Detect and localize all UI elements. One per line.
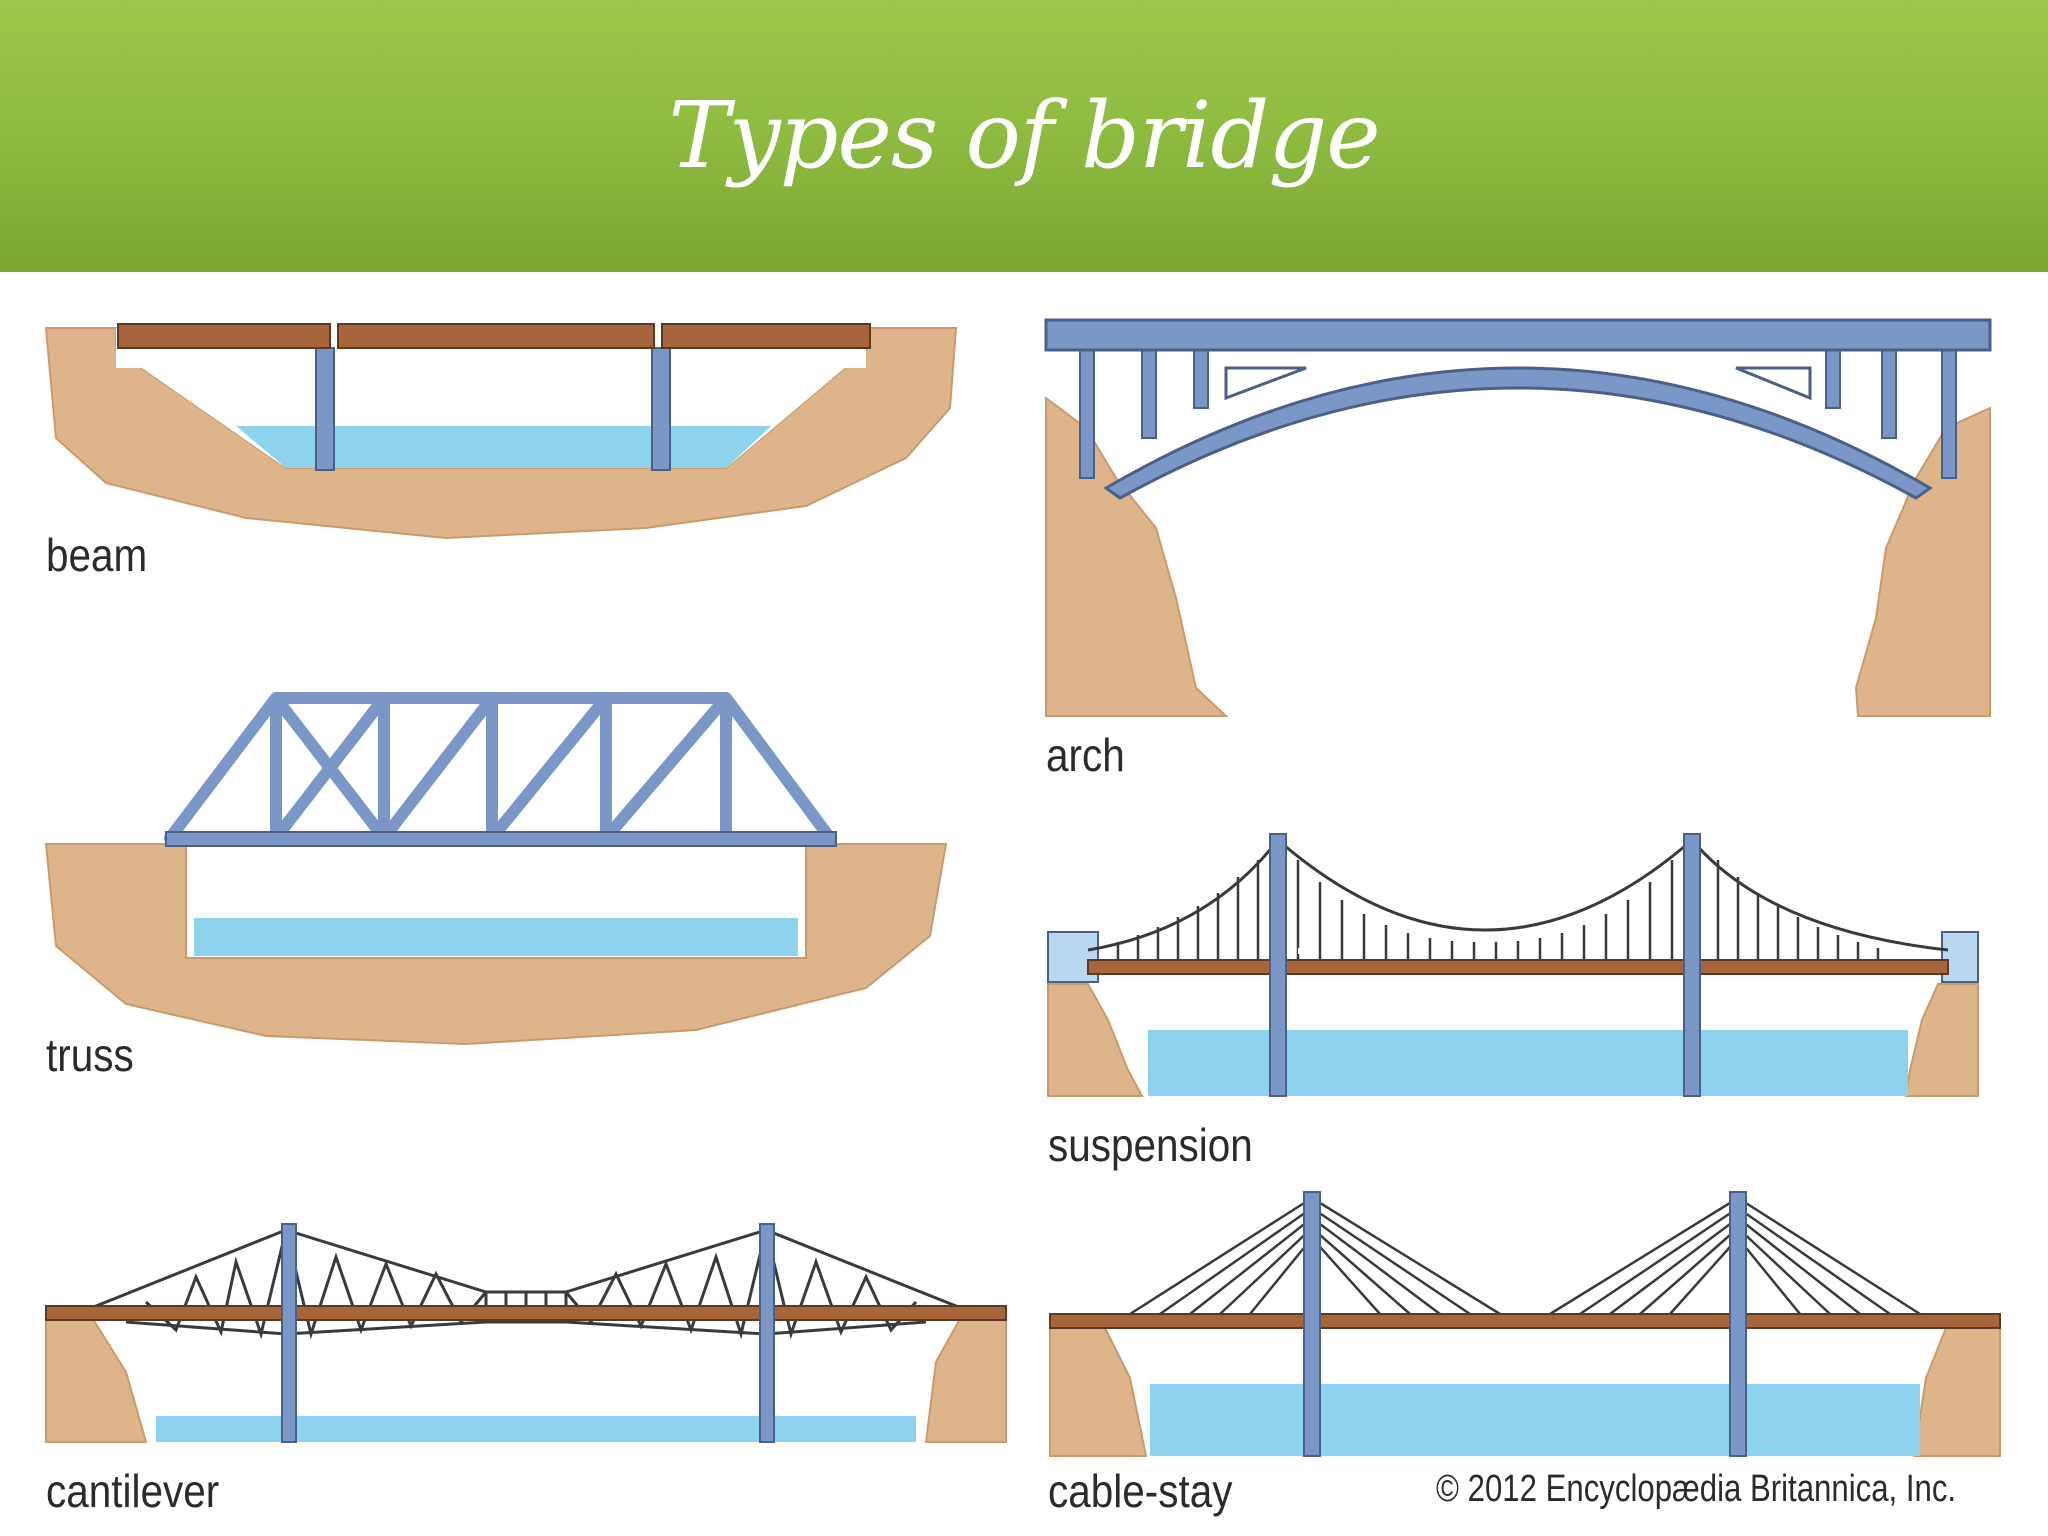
truss-bridge-diagram bbox=[44, 692, 948, 1046]
label-suspension: suspension bbox=[1048, 1119, 1253, 1171]
label-cantilever: cantilever bbox=[46, 1465, 220, 1517]
arch-bridge-diagram bbox=[1044, 318, 1992, 717]
label-arch: arch bbox=[1046, 729, 1125, 781]
label-beam: beam bbox=[46, 529, 148, 581]
label-cable-stay: cable-stay bbox=[1048, 1465, 1233, 1517]
cable-stay-bridge-diagram bbox=[1049, 1191, 2001, 1457]
slide-title: Types of bridge bbox=[668, 82, 1380, 189]
beam-bridge-diagram bbox=[44, 323, 958, 540]
copyright-credit: © 2012 Encyclopædia Britannica, Inc. bbox=[1436, 1468, 1957, 1510]
suspension-bridge-diagram bbox=[1047, 833, 1979, 1097]
title-bar: Types of bridge bbox=[0, 0, 2048, 272]
label-truss: truss bbox=[46, 1029, 134, 1081]
cantilever-bridge-diagram bbox=[45, 1223, 1007, 1443]
